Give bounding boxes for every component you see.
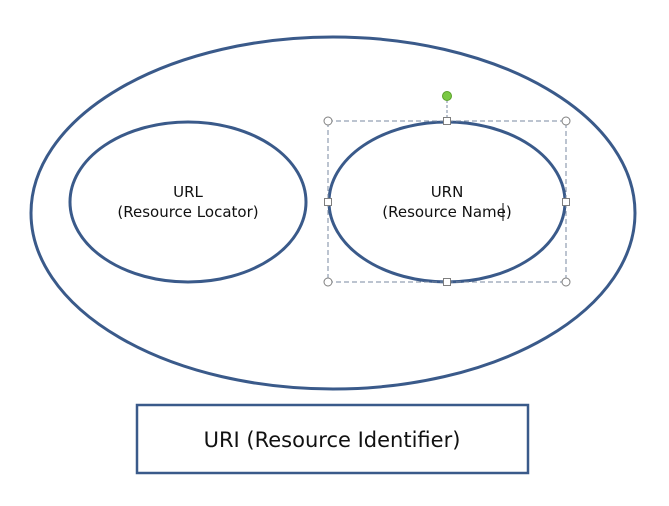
resize-handle-top-right[interactable] [561, 116, 571, 126]
url-ellipse [68, 120, 308, 284]
urn-ellipse-group[interactable]: URN (Resource Name) [327, 120, 567, 284]
resize-handle-top[interactable] [443, 117, 451, 125]
uri-label-text: URI (Resource Identifier) [204, 428, 461, 452]
resize-handle-bottom-left[interactable] [323, 277, 333, 287]
resize-handle-left[interactable] [324, 198, 332, 206]
resize-handle-top-left[interactable] [323, 116, 333, 126]
urn-ellipse [327, 120, 567, 284]
selection-frame [323, 91, 571, 287]
resize-handle-right[interactable] [562, 198, 570, 206]
resize-handle-bottom-right[interactable] [561, 277, 571, 287]
uri-label-box [135, 403, 530, 475]
uri-outer-ellipse[interactable] [29, 35, 637, 391]
urn-ellipse-title: URN [431, 183, 464, 201]
urn-ellipse-subtitle: (Resource Name) [382, 203, 512, 221]
uri-label-box-group[interactable]: URI (Resource Identifier) [135, 403, 530, 475]
url-ellipse-title: URL [173, 183, 203, 201]
url-ellipse-subtitle: (Resource Locator) [117, 203, 258, 221]
url-ellipse-group[interactable]: URL (Resource Locator) [68, 120, 308, 284]
rotate-handle[interactable] [442, 91, 452, 101]
resize-handle-bottom[interactable] [443, 278, 451, 286]
